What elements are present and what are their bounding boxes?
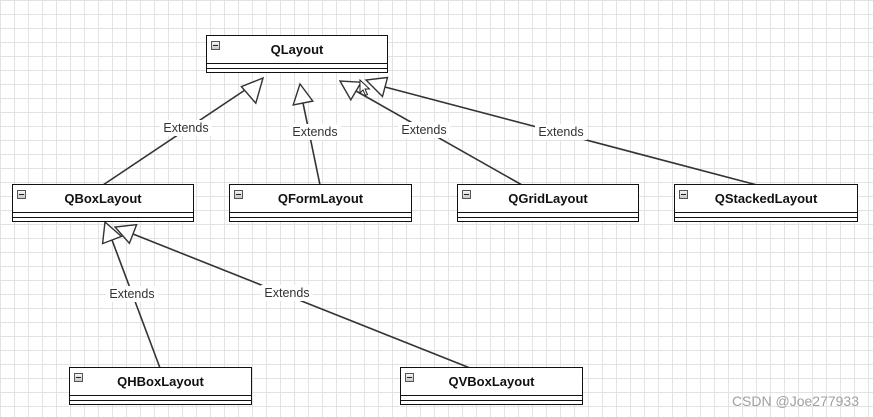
operations-compartment	[401, 400, 582, 401]
class-name: QStackedLayout	[714, 191, 818, 206]
collapse-icon[interactable]	[405, 373, 414, 382]
attributes-compartment	[13, 212, 193, 213]
attributes-compartment	[675, 212, 857, 213]
class-name: QHBoxLayout	[117, 374, 204, 389]
inheritance-arrowhead	[338, 80, 363, 102]
watermark-text: CSDN @Joe277933	[731, 393, 859, 409]
class-header: QStackedLayout	[675, 185, 857, 212]
class-header: QFormLayout	[230, 185, 411, 212]
class-qhboxlayout[interactable]: QHBoxLayout	[69, 367, 252, 405]
edge-label-extends: Extends	[292, 125, 337, 139]
edge-label-extends: Extends	[538, 125, 583, 139]
class-qlayout[interactable]: QLayout	[206, 35, 388, 73]
operations-compartment	[230, 217, 411, 218]
attributes-compartment	[401, 395, 582, 396]
class-header: QHBoxLayout	[70, 368, 251, 395]
edge-qgridlayout-extends-qlayout[interactable]: Extends	[338, 80, 523, 186]
attributes-compartment	[207, 63, 387, 64]
edge-qhboxlayout-extends-qboxlayout[interactable]: Extends	[101, 220, 161, 369]
class-header: QBoxLayout	[13, 185, 193, 212]
class-name: QFormLayout	[277, 191, 364, 206]
class-name: QLayout	[270, 42, 324, 57]
class-qstackedlayout[interactable]: QStackedLayout	[674, 184, 858, 222]
class-qvboxlayout[interactable]: QVBoxLayout	[400, 367, 583, 405]
operations-compartment	[458, 217, 638, 218]
edge-qstackedlayout-extends-qlayout[interactable]: Extends	[364, 76, 758, 186]
edge-label-extends: Extends	[109, 287, 154, 301]
class-name: QGridLayout	[508, 191, 588, 206]
inheritance-arrowhead	[101, 220, 123, 245]
edge-label-extends: Extends	[163, 121, 208, 135]
collapse-icon[interactable]	[211, 41, 220, 50]
operations-compartment	[70, 400, 251, 401]
mouse-pointer-icon	[359, 79, 371, 97]
operations-compartment	[13, 217, 193, 218]
edge-label-extends: Extends	[401, 123, 446, 137]
attributes-compartment	[458, 212, 638, 213]
collapse-icon[interactable]	[679, 190, 688, 199]
edge-label-extends: Extends	[264, 286, 309, 300]
class-name: QVBoxLayout	[448, 374, 535, 389]
collapse-icon[interactable]	[234, 190, 243, 199]
edge-qformlayout-extends-qlayout[interactable]: Extends	[289, 82, 341, 186]
class-qgridlayout[interactable]: QGridLayout	[457, 184, 639, 222]
inheritance-arrowhead	[292, 82, 315, 106]
class-header: QLayout	[207, 36, 387, 63]
class-header: QGridLayout	[458, 185, 638, 212]
attributes-compartment	[70, 395, 251, 396]
collapse-icon[interactable]	[17, 190, 26, 199]
edge-qvboxlayout-extends-qboxlayout[interactable]: Extends	[113, 223, 471, 369]
attributes-compartment	[230, 212, 411, 213]
class-qboxlayout[interactable]: QBoxLayout	[12, 184, 194, 222]
operations-compartment	[207, 68, 387, 69]
edge-qboxlayout-extends-qlayout[interactable]: Extends	[102, 76, 265, 186]
collapse-icon[interactable]	[74, 373, 83, 382]
collapse-icon[interactable]	[462, 190, 471, 199]
inheritance-arrowhead	[113, 223, 138, 245]
class-qformlayout[interactable]: QFormLayout	[229, 184, 412, 222]
inheritance-arrowhead	[364, 76, 389, 98]
inheritance-arrowhead	[240, 76, 265, 105]
class-name: QBoxLayout	[64, 191, 142, 206]
operations-compartment	[675, 217, 857, 218]
class-header: QVBoxLayout	[401, 368, 582, 395]
